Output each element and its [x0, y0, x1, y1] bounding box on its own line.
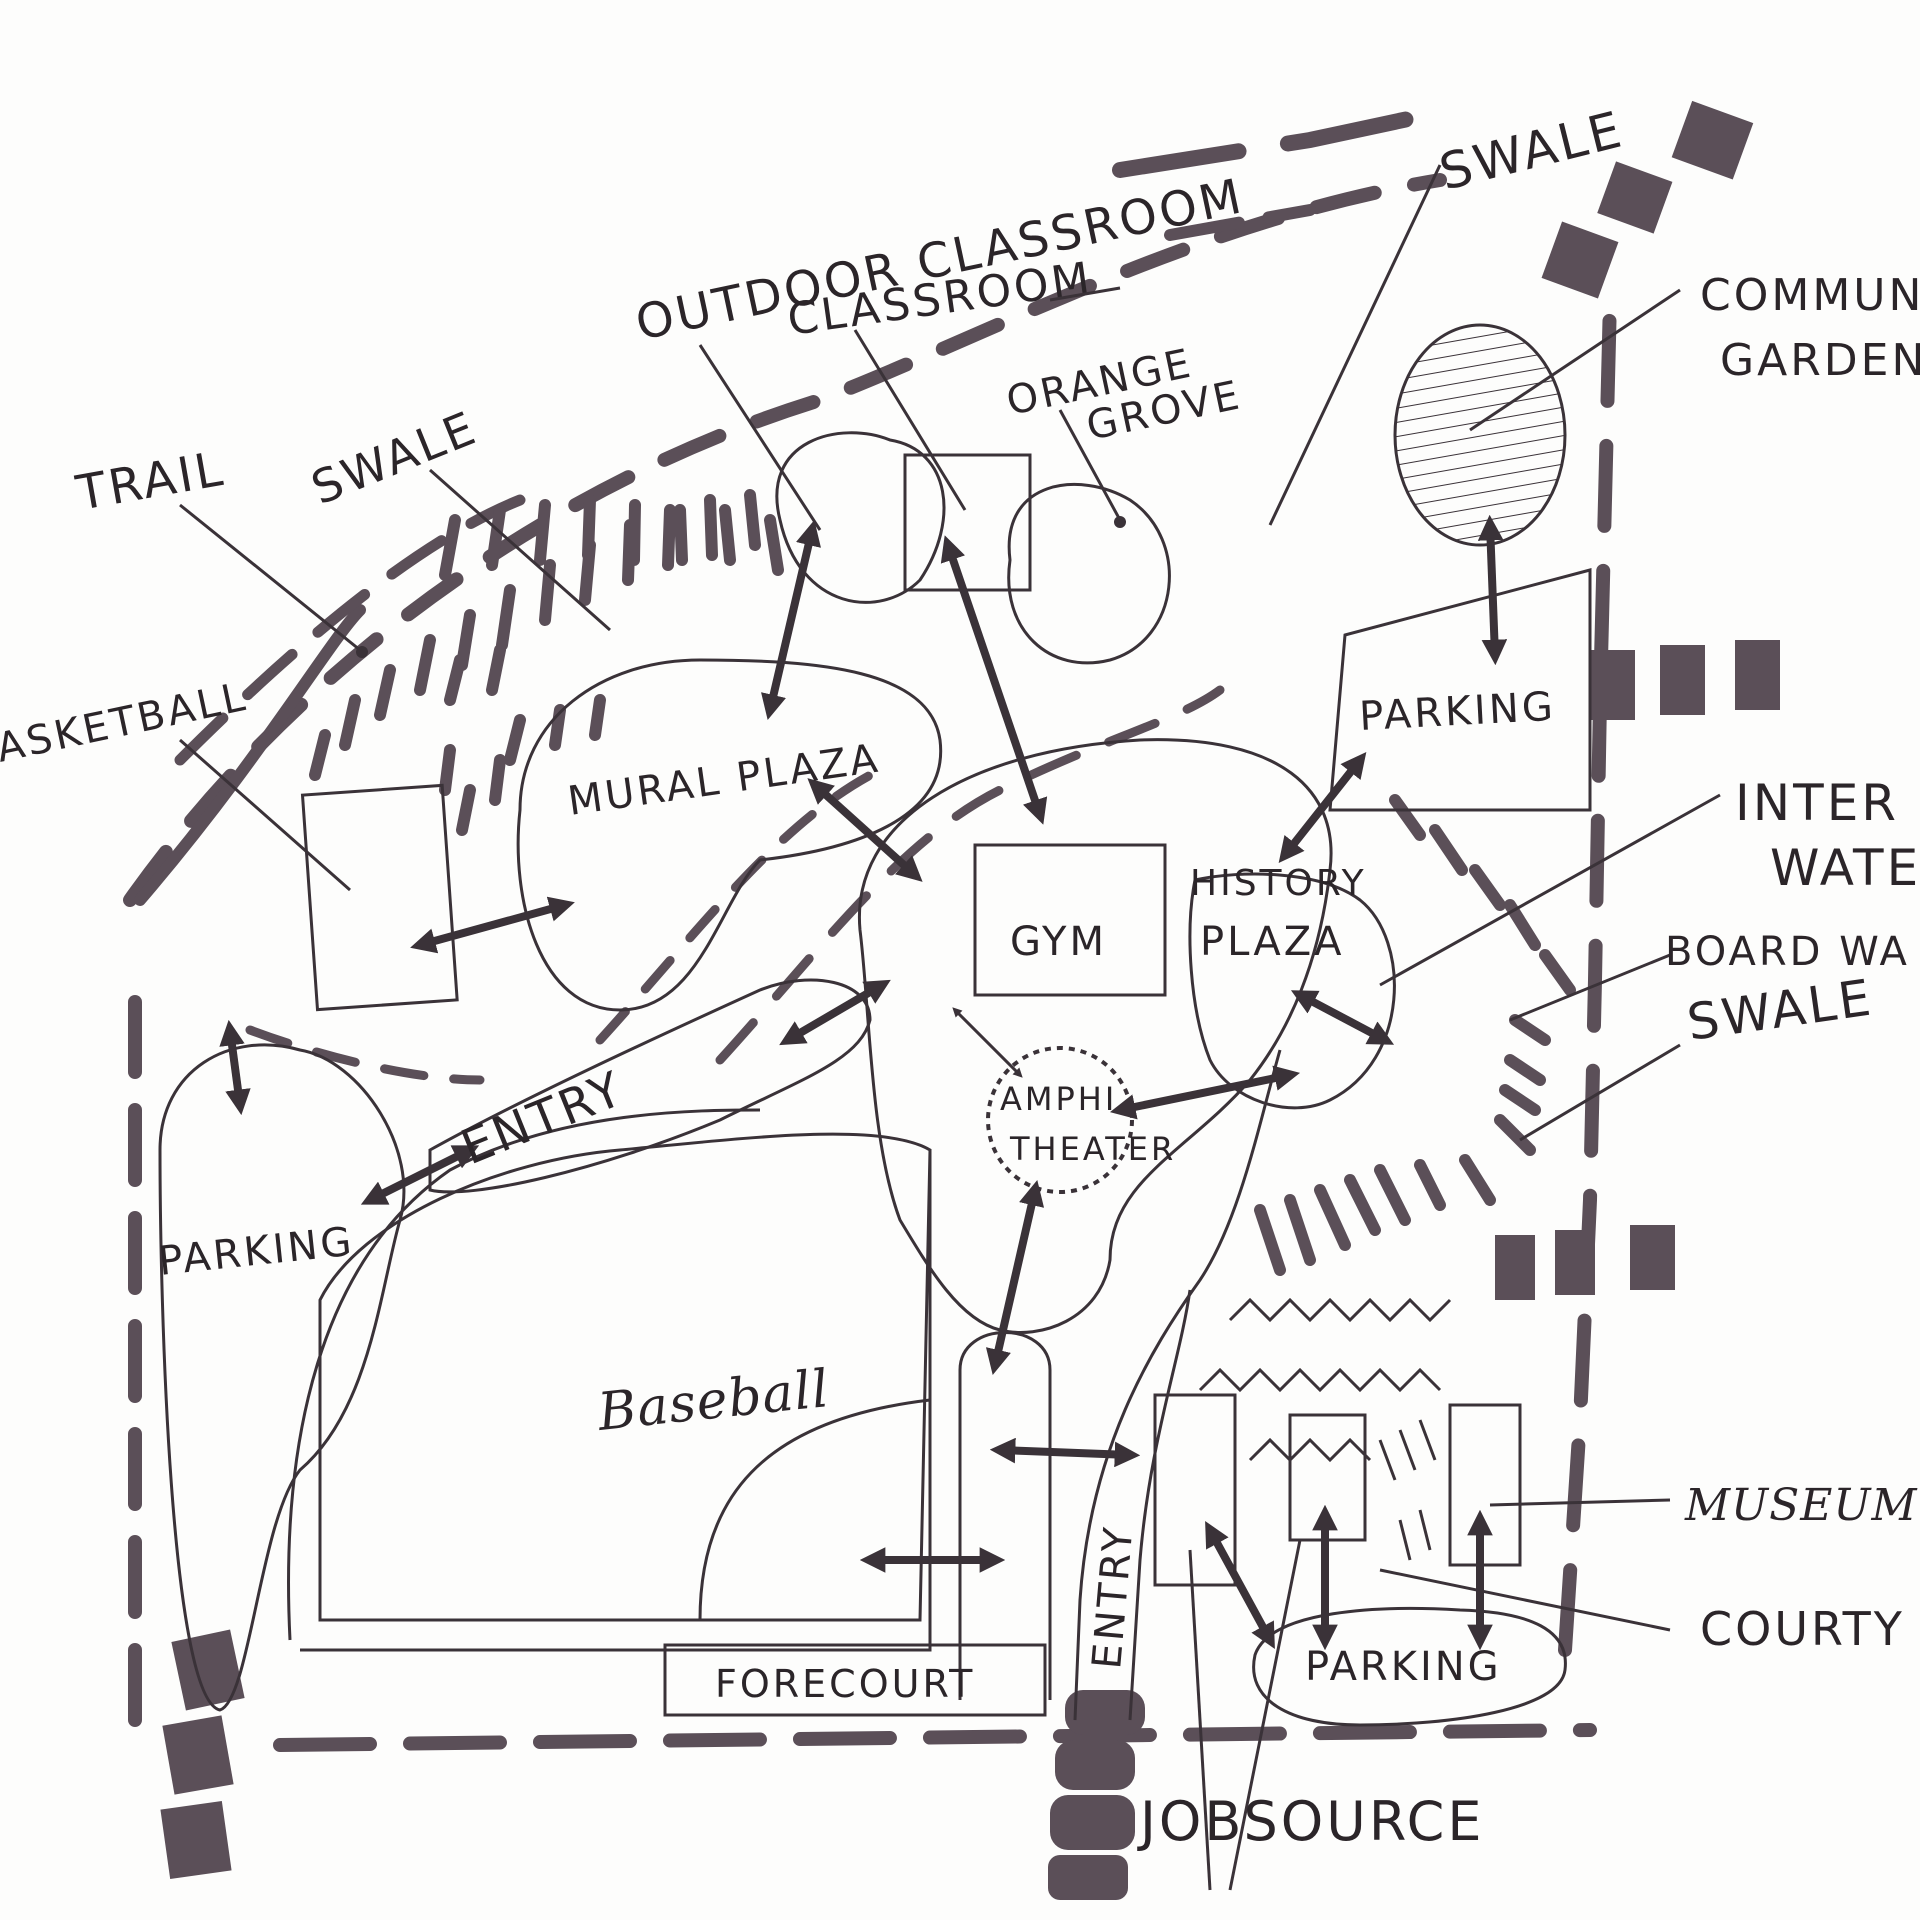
label-baseball: Baseball: [594, 1359, 832, 1443]
label-swale-left: SWALE: [304, 400, 485, 515]
label-mural-plaza: MURAL PLAZA: [565, 736, 883, 825]
label-basketball: ASKETBALL: [0, 674, 252, 772]
label-amphitheater-1: AMPHI: [1000, 1080, 1117, 1118]
mural-plaza: [516, 658, 943, 1012]
label-swale-top: SWALE: [1434, 100, 1630, 202]
amphitheater: [986, 1046, 1134, 1194]
forecourt: [663, 1643, 1047, 1717]
swale-hatch-east: [1198, 794, 1576, 1561]
label-interpretive-water-1: INTER: [1735, 774, 1899, 832]
label-trail: TRAIL: [71, 441, 229, 522]
parking-ne: [1328, 568, 1592, 812]
label-history-plaza-1: HISTORY: [1190, 863, 1367, 904]
basketball-court: [300, 783, 459, 1012]
museum-building-1: [1153, 1393, 1237, 1587]
label-forecourt: FORECOURT: [715, 1662, 975, 1706]
site-boundary: [123, 102, 1617, 1752]
circulation-arrows: [219, 514, 1508, 1651]
community-garden: [1393, 323, 1567, 547]
label-board-walk: BOARD WA: [1665, 929, 1910, 975]
labels: OUTDOOR CLASSROOM CLASSROOM SWALE SWALE …: [0, 100, 1920, 1853]
label-community-garden-2: GARDEN: [1720, 335, 1920, 386]
label-courtyard: COURTY: [1700, 1602, 1905, 1656]
label-history-plaza-2: PLAZA: [1200, 919, 1344, 965]
label-gym: GYM: [1010, 919, 1107, 965]
parking-se: [1252, 1606, 1567, 1727]
label-amphitheater-2: THEATER: [1009, 1130, 1176, 1168]
label-interpretive-water-2: WATE: [1770, 839, 1920, 897]
label-parking-west: PARKING: [156, 1219, 356, 1285]
gym-building: [973, 843, 1167, 997]
label-community-garden-1: COMMUNI: [1700, 270, 1920, 321]
zones: [158, 323, 1592, 1727]
classroom-underline: [1049, 286, 1121, 302]
museum-building-3: [1448, 1403, 1522, 1567]
label-jobsource: JOBSOURCE: [1137, 1790, 1485, 1853]
outdoor-classroom-building: [903, 453, 1032, 592]
corner-markers: [160, 100, 1780, 1900]
leader-lines: [179, 164, 1721, 1891]
parking-west: [158, 1043, 406, 1712]
label-museum: MUSEUM: [1684, 1480, 1918, 1531]
baseball-outline: [318, 1132, 932, 1622]
label-swale-right: SWALE: [1684, 968, 1877, 1051]
swale-hatch-west: [309, 489, 784, 836]
label-parking-se: PARKING: [1305, 1644, 1502, 1690]
label-parking-ne: PARKING: [1358, 684, 1557, 740]
